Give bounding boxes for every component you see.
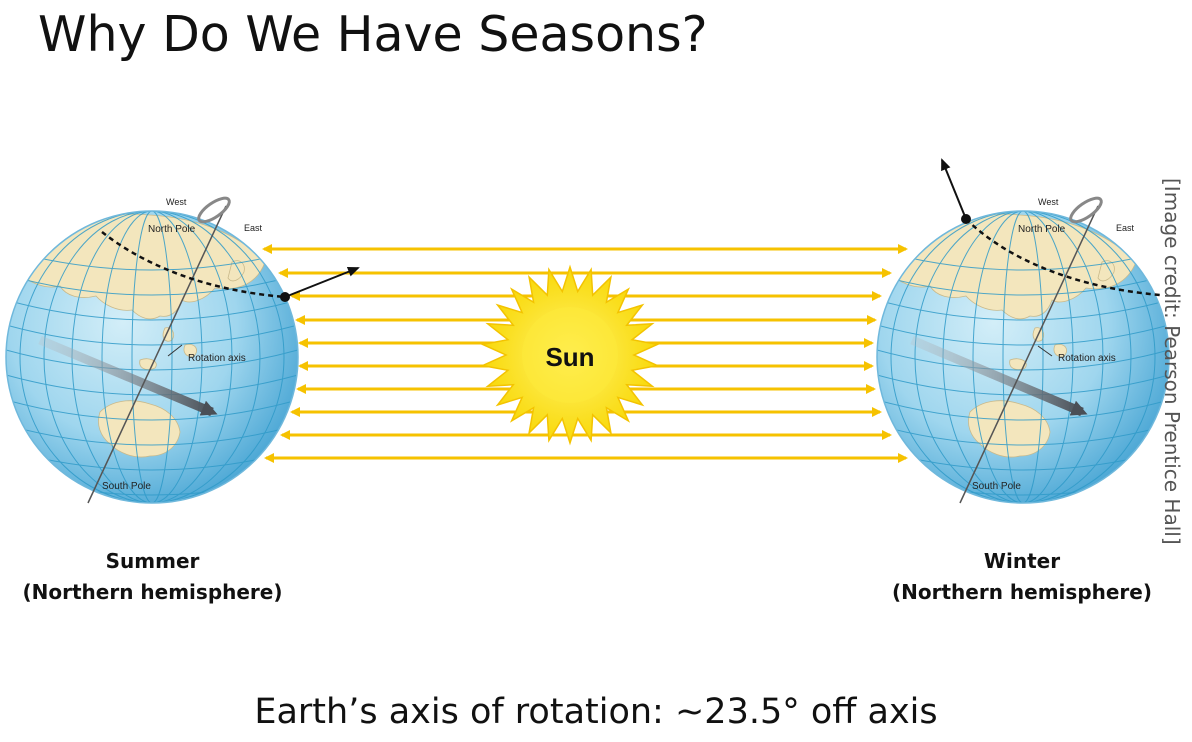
terminator-line: [101, 231, 286, 299]
rotation-direction-band: [38, 335, 218, 417]
japan-landmass: [1097, 260, 1115, 282]
spin-arrow-icon: [1069, 196, 1103, 224]
footer-caption: Earth’s axis of rotation: ~23.5° off axi…: [254, 692, 938, 732]
summer-caption-line1: Summer: [105, 549, 200, 573]
north-pole-label: North Pole: [148, 224, 196, 235]
spin-arrow-icon: [197, 196, 231, 224]
islands-landmass: [139, 327, 197, 370]
sun-label: Sun: [545, 342, 594, 372]
south-pole-label: South Pole: [972, 481, 1021, 492]
slide-title: Why Do We Have Seasons?: [38, 6, 708, 63]
east-label: East: [1116, 223, 1135, 233]
west-label: West: [1038, 197, 1059, 207]
east-label: East: [244, 223, 263, 233]
rotation-axis-label: Rotation axis: [188, 353, 246, 364]
summer-caption: Summer (Northern hemisphere): [0, 546, 305, 608]
rotation-direction-band: [910, 335, 1088, 417]
zenith-arrow: [284, 267, 360, 298]
summer-globe: West East North Pole Rotation axis South…: [5, 196, 360, 504]
australia-landmass: [968, 400, 1051, 458]
winter-caption-line1: Winter: [983, 549, 1061, 573]
rotation-axis-label: Rotation axis: [1058, 353, 1116, 364]
north-pole-label: North Pole: [1018, 224, 1066, 235]
image-credit: [Image credit: Pearson Prentice Hall]: [1160, 178, 1184, 545]
sun: Sun: [480, 264, 660, 446]
summer-caption-line2: (Northern hemisphere): [22, 580, 283, 604]
winter-caption: Winter (Northern hemisphere): [872, 546, 1172, 608]
rotation-axis-line: [959, 205, 1099, 504]
japan-landmass: [227, 260, 245, 282]
winter-globe: West East North Pole Rotation axis South…: [876, 158, 1170, 504]
australia-landmass: [98, 400, 181, 458]
zenith-arrow: [941, 158, 967, 220]
sun-core: [522, 307, 618, 403]
terminator-line: [965, 218, 1161, 297]
west-label: West: [166, 197, 187, 207]
winter-caption-line2: (Northern hemisphere): [892, 580, 1152, 604]
rotation-axis-line: [87, 205, 227, 504]
south-pole-label: South Pole: [102, 481, 151, 492]
